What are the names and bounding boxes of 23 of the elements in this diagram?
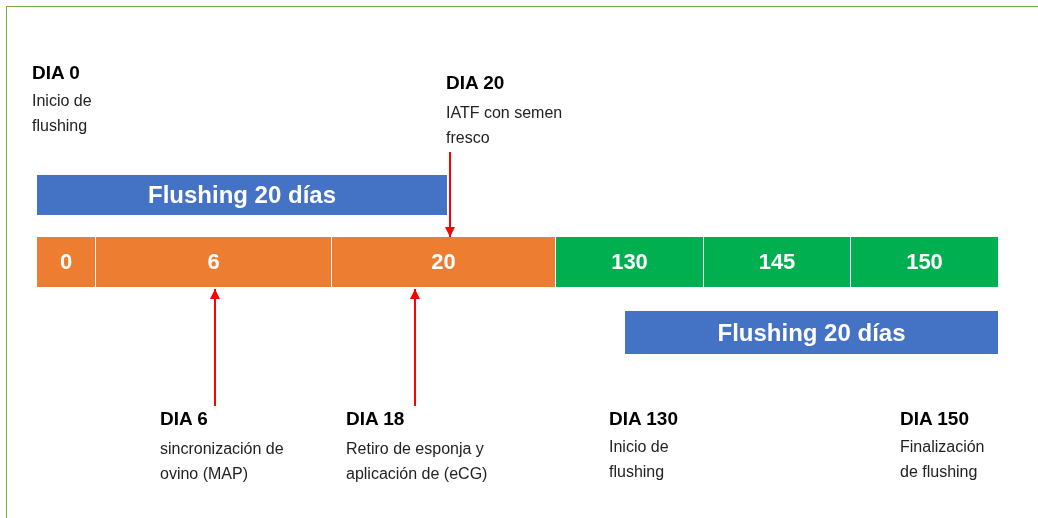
timeline-segment: 20 <box>332 237 555 287</box>
arrow <box>410 288 420 407</box>
arrow <box>210 288 220 407</box>
timeline-segment: 0 <box>37 237 95 287</box>
event-description: Finalización de flushing <box>900 437 986 482</box>
event-description: IATF con semen fresco <box>446 103 564 148</box>
timeline-segment: 145 <box>704 237 850 287</box>
timeline-segment: 150 <box>851 237 998 287</box>
event-description: Retiro de esponja y aplicación de (eCG) <box>346 439 489 484</box>
event-description: Inicio de flushing <box>32 91 93 136</box>
day-heading: DIA 130 <box>609 408 678 430</box>
event-description: sincronización de ovino (MAP) <box>160 439 285 484</box>
timeline-segment: 6 <box>96 237 331 287</box>
timeline-segment: 130 <box>556 237 703 287</box>
day-heading: DIA 6 <box>160 408 209 430</box>
arrow <box>445 151 455 238</box>
event-description: Inicio de flushing <box>609 437 670 482</box>
day-heading: DIA 0 <box>32 62 80 84</box>
period-bar: Flushing 20 días <box>625 311 998 354</box>
day-heading: DIA 20 <box>446 72 506 94</box>
day-heading: DIA 18 <box>346 408 406 430</box>
period-bar: Flushing 20 días <box>37 175 447 215</box>
day-heading: DIA 150 <box>900 408 969 430</box>
